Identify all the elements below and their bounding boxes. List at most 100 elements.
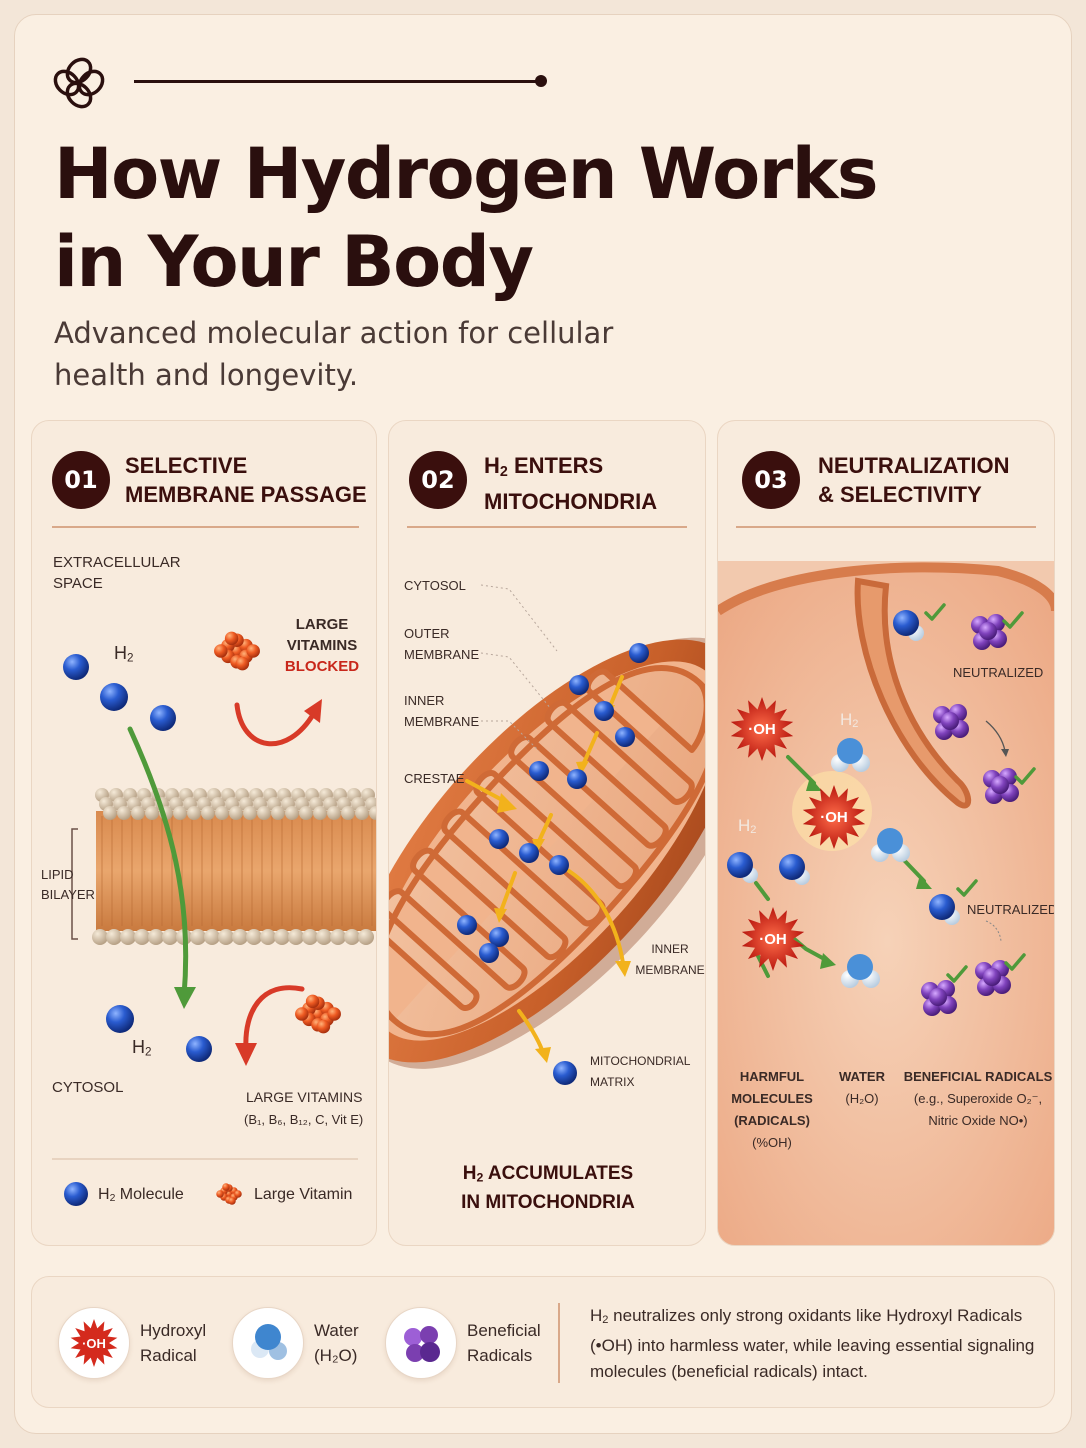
h2-molecule — [929, 894, 955, 920]
large-vitamins-line-1: LARGE — [295, 616, 349, 633]
inner-membrane-line-1: INNER — [404, 693, 445, 708]
neutralized-label-mid: NEUTRALIZED — [967, 902, 1055, 917]
small-arrow — [985, 720, 1006, 752]
h2-molecule — [489, 927, 509, 947]
h2-molecule — [553, 1061, 577, 1085]
lipid-head — [285, 806, 299, 820]
vitamin-bead — [327, 1007, 341, 1021]
lipid-head — [330, 929, 346, 945]
large-vitamin-cluster — [214, 631, 260, 671]
hydroxyl-radical-icon: ·OH — [58, 1307, 130, 1379]
inner-membrane-line-2: MEMBRANE — [404, 714, 480, 729]
small-arrowhead — [1001, 749, 1009, 757]
panel-heading: SELECTIVE MEMBRANE PASSAGE — [125, 451, 367, 509]
panel-heading-rule — [52, 526, 359, 528]
lipid-head — [117, 806, 131, 820]
water-atom — [837, 738, 863, 764]
large-vitamin-cluster — [295, 994, 341, 1034]
beneficial-atom — [979, 622, 997, 640]
beneficial-atom — [983, 968, 1001, 986]
vitamin-bead — [316, 1019, 331, 1034]
vitamin-bead — [246, 644, 260, 658]
h2-molecule-icon — [64, 1182, 88, 1206]
panel-heading: NEUTRALIZATION & SELECTIVITY — [818, 451, 1009, 509]
lipid-head — [215, 806, 229, 820]
harmful-line-4: (%OH) — [752, 1135, 792, 1150]
h2-label-top: H2 — [114, 643, 134, 665]
panel-heading: H2 ENTERS MITOCHONDRIA — [484, 453, 658, 514]
vitamin-bead — [295, 1007, 309, 1021]
hydroxyl-radical-label: ·OH — [820, 809, 848, 826]
h2-molecule — [186, 1036, 212, 1062]
legend-hydroxyl-line-2: Radical — [140, 1346, 197, 1365]
h2-molecule — [569, 675, 589, 695]
legend-water: Water (H₂O) — [232, 1301, 359, 1385]
large-vitamin-icon — [216, 1183, 242, 1205]
lipid-head — [187, 806, 201, 820]
hydroxyl-radicals-group: ·OH·OH·OH — [730, 697, 866, 971]
lipid-head — [131, 806, 145, 820]
water-atom — [847, 954, 873, 980]
checkmark — [956, 879, 978, 897]
hydroxyl-radical — [802, 785, 866, 849]
hydroxyl-radical-label: ·OH — [748, 721, 776, 738]
legend-beneficial-text: Beneficial Radicals — [467, 1318, 541, 1368]
lipid-head — [288, 929, 304, 945]
h2-label-text: H — [114, 643, 127, 663]
lipid-head — [120, 929, 136, 945]
h2-faint-label: H2 — [738, 816, 757, 837]
outer-membrane-line-2: MEMBRANE — [404, 647, 480, 662]
legend-beneficial: Beneficial Radicals — [385, 1301, 541, 1385]
legend-beneficial-line-1: Beneficial — [467, 1321, 541, 1340]
large-vitamins-line-2: VITAMINS — [286, 637, 358, 654]
lipid-head — [369, 806, 376, 820]
vitamin-bead — [235, 656, 250, 671]
h2-faint-text: H — [738, 816, 751, 835]
neutralized-label-top: NEUTRALIZED — [953, 665, 1044, 680]
h2-pass-arrowhead — [174, 987, 196, 1009]
legend-hydroxyl-radical: ·OH Hydroxyl Radical — [58, 1301, 206, 1385]
h2-label-bottom: H2 — [132, 1037, 152, 1059]
membrane-illustration — [52, 631, 376, 1206]
panel-heading-line-1-suffix: ENTERS — [507, 453, 604, 478]
lipid-head — [103, 806, 117, 820]
h2-molecule — [106, 1005, 134, 1033]
checkmarks-group — [924, 603, 1036, 983]
header-rule — [134, 80, 544, 83]
lipid-head — [173, 806, 187, 820]
lipid-head — [257, 806, 271, 820]
panel-heading-rule — [736, 526, 1036, 528]
h2-molecule — [893, 610, 919, 636]
h2-molecule — [779, 854, 805, 880]
lipid-head — [344, 929, 360, 945]
panel-heading-line-1: SELECTIVE — [125, 453, 248, 478]
legend-hydroxyl-text: Hydroxyl Radical — [140, 1318, 206, 1368]
lipid-head — [274, 929, 290, 945]
caption-line-2: IN MITOCHONDRIA — [461, 1192, 635, 1214]
beneficial-radicals-group — [921, 614, 1019, 1016]
vitamin-return-arrowhead — [235, 1043, 257, 1066]
checkmark — [924, 603, 946, 621]
panel-heading-line-1: NEUTRALIZATION — [818, 453, 1010, 478]
extracellular-label-line-1: EXTRACELLULAR — [53, 554, 181, 571]
lipid-head — [341, 806, 355, 820]
lipid-head — [313, 806, 327, 820]
header-rule-dot — [535, 75, 547, 87]
cell-membrane-edge — [718, 562, 1054, 616]
legend-large-vitamin-label: Large Vitamin — [254, 1186, 353, 1203]
lipid-tails — [96, 811, 376, 931]
h2-molecule — [529, 761, 549, 781]
vitamin-bead — [224, 631, 239, 646]
h2-molecule — [615, 727, 635, 747]
caption-line-1-suffix: ACCUMULATES — [483, 1163, 634, 1184]
panel-neutralization: ·OH·OH·OH 03 NEUTRALIZATION & SELECTIVIT… — [717, 420, 1055, 1246]
h2-molecule — [567, 769, 587, 789]
vitamin-bead — [222, 1183, 230, 1191]
inner-membrane-label: INNER MEMBRANE — [404, 690, 479, 732]
panel-heading-h: H — [484, 453, 500, 478]
legend-beneficial-line-2: Radicals — [467, 1346, 533, 1365]
lipid-head — [243, 806, 257, 820]
label-leader-lines — [480, 584, 558, 752]
legend-note-h: H — [590, 1306, 603, 1325]
lipid-head — [190, 929, 206, 945]
